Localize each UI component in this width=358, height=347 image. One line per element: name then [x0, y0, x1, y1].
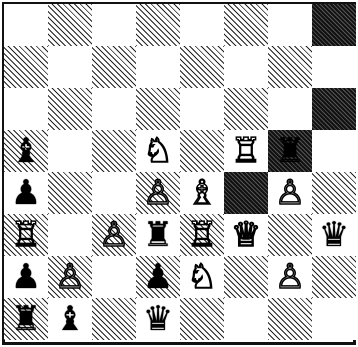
square-g3[interactable]	[268, 214, 312, 256]
square-f8[interactable]	[224, 4, 268, 46]
white-rook-icon[interactable]: ♖	[187, 218, 217, 252]
square-h2[interactable]	[312, 256, 356, 298]
square-g1[interactable]	[268, 298, 312, 340]
white-queen-icon[interactable]: ♕	[231, 218, 261, 252]
square-d4[interactable]: ♙	[136, 172, 180, 214]
square-e2[interactable]: ♘	[180, 256, 224, 298]
square-g4[interactable]: ♙	[268, 172, 312, 214]
square-h1[interactable]	[312, 298, 356, 340]
square-c6[interactable]	[92, 88, 136, 130]
black-pawn-icon[interactable]: ♟	[143, 260, 173, 294]
square-a5[interactable]: ♝	[4, 130, 48, 172]
square-a3[interactable]: ♖	[4, 214, 48, 256]
white-pawn-icon[interactable]: ♙	[275, 176, 305, 210]
square-h3[interactable]: ♛	[312, 214, 356, 256]
square-c2[interactable]	[92, 256, 136, 298]
square-f5[interactable]: ♖	[224, 130, 268, 172]
square-d8[interactable]	[136, 4, 180, 46]
square-e3[interactable]: ♖	[180, 214, 224, 256]
white-knight-icon[interactable]: ♘	[143, 134, 173, 168]
square-a1[interactable]: ♜	[4, 298, 48, 340]
square-h4[interactable]	[312, 172, 356, 214]
square-h7[interactable]	[312, 46, 356, 88]
white-pawn-icon[interactable]: ♙	[275, 260, 305, 294]
square-d5[interactable]: ♘	[136, 130, 180, 172]
square-g5[interactable]: ♜	[268, 130, 312, 172]
black-rook-icon[interactable]: ♜	[275, 134, 305, 168]
square-h5[interactable]	[312, 130, 356, 172]
black-rook-icon[interactable]: ♜	[143, 218, 173, 252]
square-d7[interactable]	[136, 46, 180, 88]
square-c5[interactable]	[92, 130, 136, 172]
square-e5[interactable]	[180, 130, 224, 172]
white-knight-icon[interactable]: ♘	[187, 260, 217, 294]
square-f6[interactable]	[224, 88, 268, 130]
square-f7[interactable]	[224, 46, 268, 88]
black-bishop-icon[interactable]: ♝	[11, 134, 41, 168]
white-pawn-icon[interactable]: ♙	[99, 218, 129, 252]
square-b1[interactable]: ♝	[48, 298, 92, 340]
square-b8[interactable]	[48, 4, 92, 46]
square-b3[interactable]	[48, 214, 92, 256]
square-e7[interactable]	[180, 46, 224, 88]
square-b6[interactable]	[48, 88, 92, 130]
square-g7[interactable]	[268, 46, 312, 88]
square-c4[interactable]	[92, 172, 136, 214]
square-d6[interactable]	[136, 88, 180, 130]
square-a2[interactable]: ♟	[4, 256, 48, 298]
square-h8[interactable]	[312, 4, 356, 46]
square-d2[interactable]: ♟	[136, 256, 180, 298]
square-b5[interactable]	[48, 130, 92, 172]
square-f4[interactable]	[224, 172, 268, 214]
square-g6[interactable]	[268, 88, 312, 130]
square-e6[interactable]	[180, 88, 224, 130]
chessboard[interactable]: ♝ ♘ ♖ ♜ ♟ ♙ ♗ ♙ ♖ ♙ ♜ ♖ ♕ ♛ ♟ ♙ ♟ ♘ ♙ ♜ ♝ ♛	[4, 4, 356, 340]
square-a8[interactable]	[4, 4, 48, 46]
square-a7[interactable]	[4, 46, 48, 88]
white-pawn-icon[interactable]: ♙	[55, 260, 85, 294]
square-g2[interactable]: ♙	[268, 256, 312, 298]
square-e4[interactable]: ♗	[180, 172, 224, 214]
black-bishop-icon[interactable]: ♝	[55, 302, 85, 336]
black-pawn-icon[interactable]: ♟	[11, 260, 41, 294]
square-b2[interactable]: ♙	[48, 256, 92, 298]
square-f3[interactable]: ♕	[224, 214, 268, 256]
square-h6[interactable]	[312, 88, 356, 130]
square-c8[interactable]	[92, 4, 136, 46]
white-bishop-icon[interactable]: ♗	[187, 176, 217, 210]
square-d1[interactable]: ♛	[136, 298, 180, 340]
square-e1[interactable]	[180, 298, 224, 340]
square-c1[interactable]	[92, 298, 136, 340]
square-f1[interactable]	[224, 298, 268, 340]
square-a6[interactable]	[4, 88, 48, 130]
square-e8[interactable]	[180, 4, 224, 46]
black-queen-icon[interactable]: ♛	[319, 218, 349, 252]
square-b4[interactable]	[48, 172, 92, 214]
square-b7[interactable]	[48, 46, 92, 88]
square-d3[interactable]: ♜	[136, 214, 180, 256]
black-rook-icon[interactable]: ♜	[11, 302, 41, 336]
white-rook-icon[interactable]: ♖	[11, 218, 41, 252]
square-f2[interactable]	[224, 256, 268, 298]
white-pawn-icon[interactable]: ♙	[143, 176, 173, 210]
square-c7[interactable]	[92, 46, 136, 88]
black-pawn-icon[interactable]: ♟	[11, 176, 41, 210]
black-queen-icon[interactable]: ♛	[143, 302, 173, 336]
square-g8[interactable]	[268, 4, 312, 46]
square-a4[interactable]: ♟	[4, 172, 48, 214]
white-rook-icon[interactable]: ♖	[231, 134, 261, 168]
square-c3[interactable]: ♙	[92, 214, 136, 256]
